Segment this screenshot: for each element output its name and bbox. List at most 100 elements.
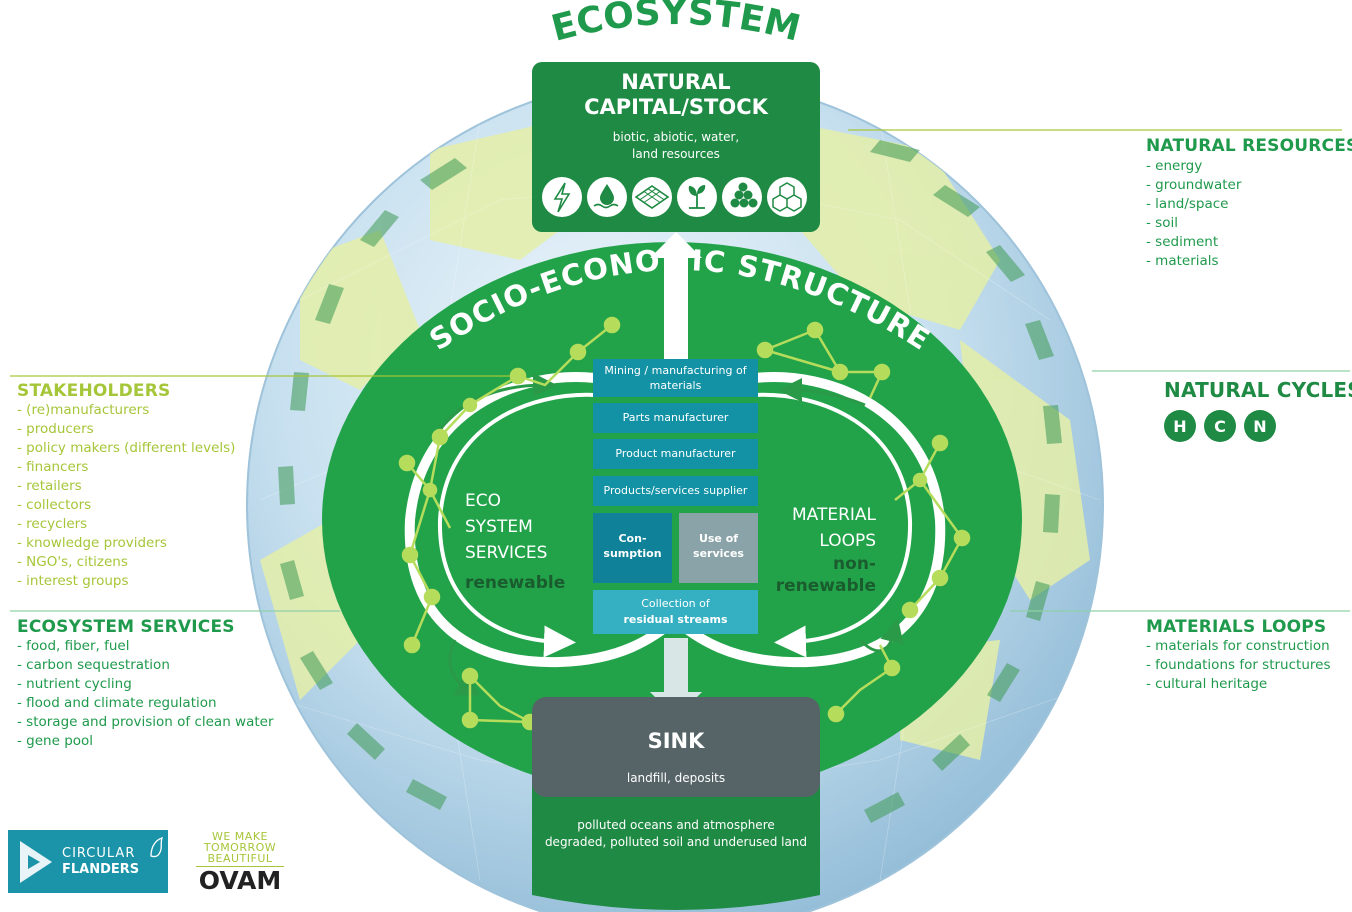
natural-capital-subtitle-line1: biotic, abiotic, water, xyxy=(612,130,740,144)
renewable-label: renewable xyxy=(465,573,566,593)
ovam-logo: OVAM xyxy=(198,866,282,895)
sink-bottom-shape xyxy=(532,780,820,910)
chain-step-consumption: Con- sumption xyxy=(593,513,672,583)
material-loops-label: MATERIAL LOOPS xyxy=(770,502,876,554)
list-item: groundwater xyxy=(1146,176,1241,195)
circular-flanders-logo: CIRCULAR FLANDERS xyxy=(8,830,168,893)
circular-flanders-mark-icon xyxy=(20,841,52,883)
hexagon-molecule-icon xyxy=(767,177,807,217)
cycle-n-badge: N xyxy=(1244,410,1276,442)
use-line2: services xyxy=(693,547,744,560)
list-item: collectors xyxy=(17,496,235,515)
list-item: producers xyxy=(17,420,235,439)
list-item: sediment xyxy=(1146,233,1241,252)
consumption-line2: sumption xyxy=(603,547,662,560)
resource-icons xyxy=(542,177,807,217)
chain-step-parts: Parts manufacturer xyxy=(593,403,758,433)
list-item: (re)manufacturers xyxy=(17,401,235,420)
stakeholders-title: STAKEHOLDERS xyxy=(17,381,171,401)
non-renewable-line2: renewable xyxy=(775,576,876,596)
materials-loops-title: MATERIALS LOOPS xyxy=(1146,617,1327,637)
list-item: flood and climate regulation xyxy=(17,694,274,713)
list-item: carbon sequestration xyxy=(17,656,274,675)
materials-loops-list: materials for construction foundations f… xyxy=(1146,637,1330,694)
ovam-tagline: WE MAKE TOMORROW BEAUTIFUL xyxy=(196,831,284,867)
chain-step-supplier: Products/services supplier xyxy=(593,476,758,506)
natural-capital-title: NATURAL CAPITAL/STOCK xyxy=(532,70,820,120)
material-label-line2: LOOPS xyxy=(819,531,876,551)
material-label-line1: MATERIAL xyxy=(791,505,876,525)
sink-title: SINK xyxy=(647,729,705,753)
eco-label-line1: ECO xyxy=(465,491,501,511)
sink-subtitle: landfill, deposits xyxy=(626,771,726,785)
chain-step-use-of-services: Use of services xyxy=(679,513,758,583)
list-item: materials xyxy=(1146,252,1241,271)
sink-bottom-line2: degraded, polluted soil and underused la… xyxy=(544,835,808,849)
list-item: policy makers (different levels) xyxy=(17,439,235,458)
list-item: energy xyxy=(1146,157,1241,176)
collection-line1: Collection of xyxy=(641,597,710,610)
natural-cycles-title: NATURAL CYCLES xyxy=(1164,378,1352,402)
socio-economic-title: SOCIO-ECONOMIC STRUCTURE xyxy=(423,243,936,357)
sprout-icon xyxy=(677,177,717,217)
natural-capital-title-line1: NATURAL xyxy=(621,70,731,94)
list-item: knowledge providers xyxy=(17,534,235,553)
circular-label: CIRCULAR xyxy=(62,846,136,861)
stakeholders-list: (re)manufacturers producers policy maker… xyxy=(17,401,235,591)
list-item: soil xyxy=(1146,214,1241,233)
list-item: materials for construction xyxy=(1146,637,1330,656)
natural-capital-subtitle: biotic, abiotic, water, land resources xyxy=(532,129,820,163)
use-line1: Use of xyxy=(698,532,739,545)
eco-system-services-label: ECO SYSTEM SERVICES xyxy=(465,488,547,566)
chain-step-collection: Collection of residual streams xyxy=(593,590,758,634)
list-item: food, fiber, fuel xyxy=(17,637,274,656)
ecosystem-title: ECOSYSTEM xyxy=(547,0,804,50)
list-item: recyclers xyxy=(17,515,235,534)
ecosystem-services-title: ECOSYSTEM SERVICES xyxy=(17,617,235,637)
sink-shape xyxy=(532,697,820,797)
collection-line2: residual streams xyxy=(623,613,728,626)
flow-arrows xyxy=(650,232,702,718)
chain-step-mining-line1: Mining / manufacturing of xyxy=(604,364,747,377)
list-item: cultural heritage xyxy=(1146,675,1330,694)
list-item: gene pool xyxy=(17,732,274,751)
ovam-tag-line1: WE MAKE xyxy=(211,830,268,843)
eco-label-line2: SYSTEM xyxy=(465,517,533,537)
sink-bottom-text: polluted oceans and atmosphere degraded,… xyxy=(532,817,820,851)
flanders-label: FLANDERS xyxy=(62,862,140,877)
non-renewable-label: non- renewable xyxy=(760,553,876,597)
natural-capital-title-line2: CAPITAL/STOCK xyxy=(584,95,768,119)
list-item: financers xyxy=(17,458,235,477)
stones-icon xyxy=(722,177,762,217)
sink-bottom-line1: polluted oceans and atmosphere xyxy=(577,818,775,832)
list-item: NGO's, citizens xyxy=(17,553,235,572)
list-item: retailers xyxy=(17,477,235,496)
cycle-c-badge: C xyxy=(1204,410,1236,442)
list-item: interest groups xyxy=(17,572,235,591)
non-renewable-line1: non- xyxy=(833,554,876,574)
natural-capital-subtitle-line2: land resources xyxy=(632,147,720,161)
eco-label-line3: SERVICES xyxy=(465,543,548,563)
flanders-lion-icon xyxy=(150,836,164,858)
cycle-h-badge: H xyxy=(1164,410,1196,442)
water-icon xyxy=(587,177,627,217)
ovam-tag-line3: BEAUTIFUL xyxy=(196,853,284,867)
chain-step-mining-line2: materials xyxy=(649,379,702,392)
land-grid-icon xyxy=(632,177,672,217)
ecosystem-services-list: food, fiber, fuel carbon sequestration n… xyxy=(17,637,274,751)
natural-resources-title: NATURAL RESOURCES xyxy=(1146,136,1352,156)
natural-resources-list: energy groundwater land/space soil sedim… xyxy=(1146,157,1241,271)
lightning-icon xyxy=(542,177,582,217)
list-item: foundations for structures xyxy=(1146,656,1330,675)
list-item: land/space xyxy=(1146,195,1241,214)
chain-step-mining: Mining / manufacturing of materials xyxy=(593,359,758,397)
list-item: nutrient cycling xyxy=(17,675,274,694)
ovam-tag-line2: TOMORROW xyxy=(203,841,277,854)
consumption-line1: Con- xyxy=(618,532,647,545)
chain-step-product: Product manufacturer xyxy=(593,439,758,469)
list-item: storage and provision of clean water xyxy=(17,713,273,732)
connector-lines xyxy=(10,129,1350,612)
